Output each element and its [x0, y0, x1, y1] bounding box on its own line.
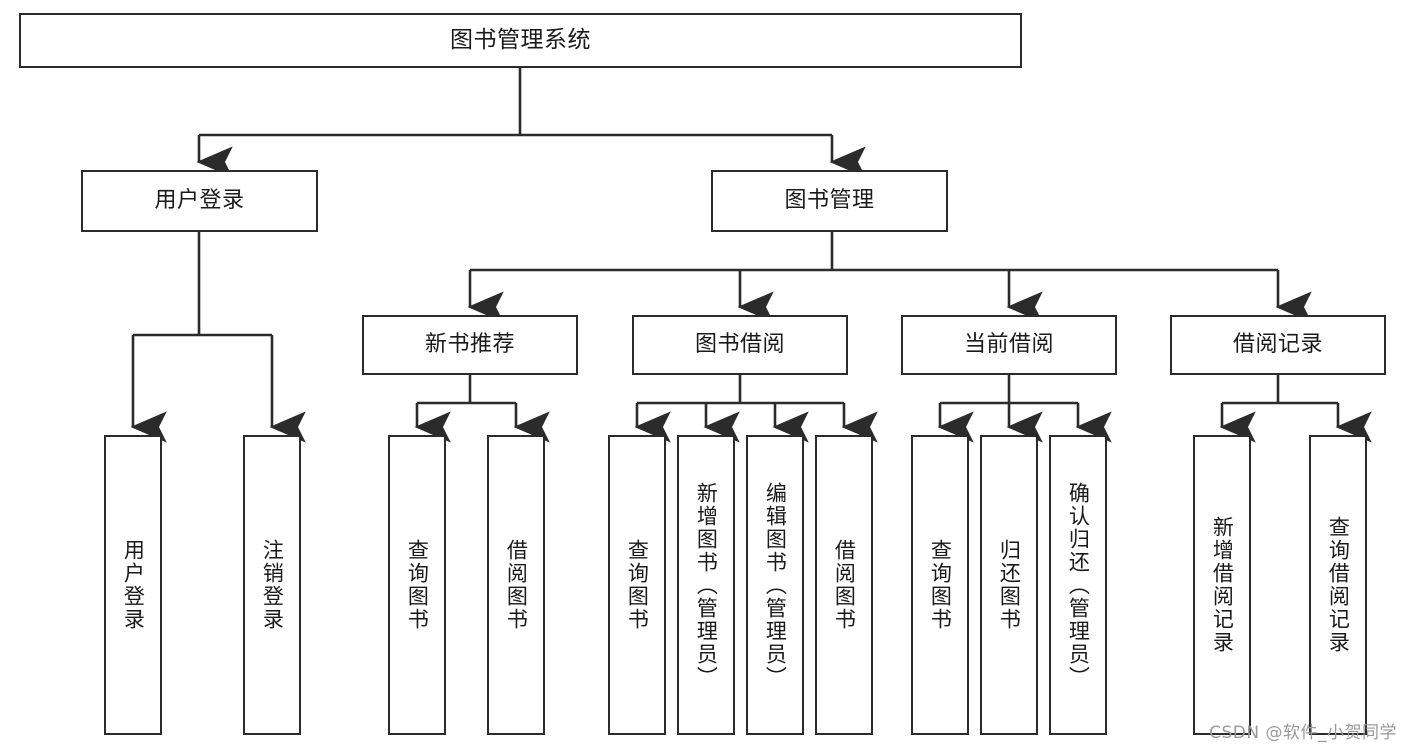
- leaf-query-book-current[interactable]: 查询图书: [911, 435, 969, 735]
- node-label: 新增借阅记录: [1210, 516, 1235, 654]
- node-label: 查询借阅记录: [1326, 516, 1351, 654]
- node-label: 当前借阅: [963, 331, 1054, 357]
- leaf-add-borrow-record[interactable]: 新增借阅记录: [1193, 435, 1251, 735]
- node-user-login[interactable]: 用户登录: [81, 170, 318, 232]
- leaf-logout[interactable]: 注销登录: [243, 435, 301, 735]
- node-label: 借阅图书: [504, 539, 529, 631]
- node-label: 查询图书: [928, 539, 953, 631]
- node-current-borrow[interactable]: 当前借阅: [901, 315, 1117, 375]
- node-label: 用户登录: [121, 539, 146, 631]
- leaf-add-book-admin[interactable]: 新增图书（管理员）: [677, 435, 735, 735]
- node-label: 图书借阅: [694, 331, 785, 357]
- leaf-query-borrow-record[interactable]: 查询借阅记录: [1309, 435, 1367, 735]
- node-label: 借阅图书: [832, 539, 857, 631]
- node-root-book-management-system[interactable]: 图书管理系统: [19, 13, 1022, 68]
- node-book-borrow[interactable]: 图书借阅: [632, 315, 848, 375]
- node-label: 新书推荐: [424, 331, 515, 357]
- leaf-user-login[interactable]: 用户登录: [104, 435, 162, 735]
- node-borrow-record[interactable]: 借阅记录: [1170, 315, 1386, 375]
- leaf-borrow-book-recommend[interactable]: 借阅图书: [487, 435, 545, 735]
- leaf-confirm-return-admin[interactable]: 确认归还（管理员）: [1049, 435, 1107, 735]
- node-label: 归还图书: [997, 539, 1022, 631]
- leaf-query-book-recommend[interactable]: 查询图书: [388, 435, 446, 735]
- leaf-edit-book-admin[interactable]: 编辑图书（管理员）: [746, 435, 804, 735]
- node-new-book-recommend[interactable]: 新书推荐: [362, 315, 578, 375]
- leaf-query-book-borrow[interactable]: 查询图书: [608, 435, 666, 735]
- watermark-text: CSDN @软件_小贺同学: [1209, 723, 1397, 743]
- node-label: 用户登录: [154, 187, 245, 213]
- leaf-borrow-book[interactable]: 借阅图书: [815, 435, 873, 735]
- node-label: 图书管理系统: [450, 26, 591, 53]
- leaf-return-book[interactable]: 归还图书: [980, 435, 1038, 735]
- node-label: 注销登录: [260, 539, 285, 631]
- node-label: 图书管理: [784, 187, 875, 213]
- node-label: 编辑图书（管理员）: [763, 481, 788, 689]
- node-label: 确认归还（管理员）: [1066, 481, 1091, 689]
- node-label: 查询图书: [625, 539, 650, 631]
- node-label: 新增图书（管理员）: [694, 481, 719, 689]
- node-label: 借阅记录: [1232, 331, 1323, 357]
- node-book-management[interactable]: 图书管理: [711, 170, 948, 232]
- node-label: 查询图书: [405, 539, 430, 631]
